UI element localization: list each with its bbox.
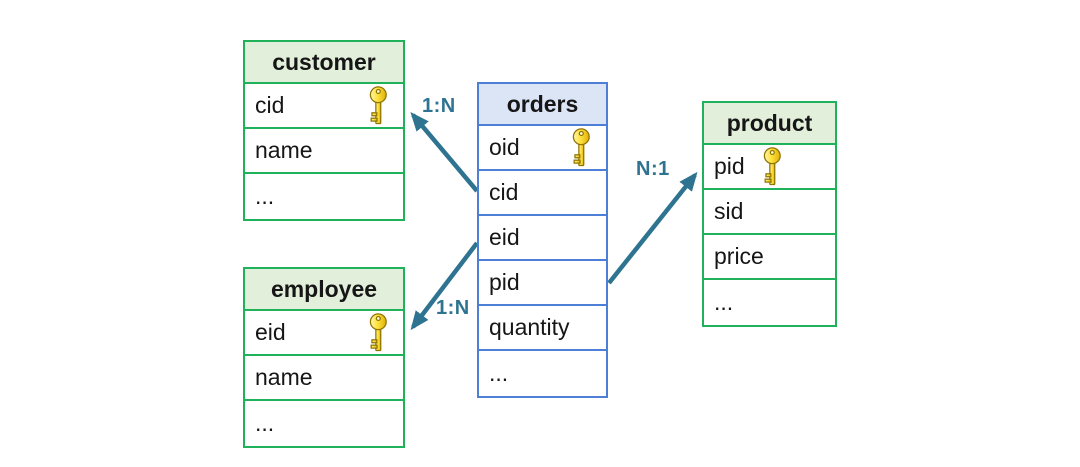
table-row: price: [704, 235, 835, 280]
column-name: ...: [489, 360, 509, 386]
table-customer-title: customer: [245, 42, 403, 84]
table-row: eid: [479, 216, 606, 261]
table-row: cid: [245, 84, 403, 129]
relationship-label-orders-customer: 1:N: [422, 95, 456, 117]
column-name: pid: [714, 153, 745, 179]
table-row: quantity: [479, 306, 606, 351]
table-row: ...: [245, 401, 403, 446]
table-orders: orders oid cid eid pid quantity: [477, 82, 608, 398]
table-row: name: [245, 129, 403, 174]
column-name: eid: [255, 319, 286, 345]
table-row: pid: [704, 145, 835, 190]
relationship-label-orders-product: N:1: [636, 158, 670, 180]
primary-key-icon: [572, 128, 590, 167]
column-name: price: [714, 243, 764, 269]
table-row: name: [245, 356, 403, 401]
arrow-orders-to-product: [607, 171, 698, 285]
table-product-title: product: [704, 103, 835, 145]
column-name: cid: [255, 92, 285, 118]
table-row: ...: [479, 351, 606, 396]
table-employee-title: employee: [245, 269, 403, 311]
table-row: eid: [245, 311, 403, 356]
relationship-label-orders-employee: 1:N: [436, 297, 470, 319]
column-name: pid: [489, 269, 520, 295]
column-name: cid: [489, 179, 519, 205]
table-orders-title: orders: [479, 84, 606, 126]
table-row: ...: [245, 174, 403, 219]
table-employee: employee eid name ...: [243, 267, 405, 448]
column-name: ...: [255, 183, 275, 209]
primary-key-icon: [763, 147, 781, 186]
column-name: quantity: [489, 314, 570, 340]
primary-key-icon: [369, 313, 387, 352]
table-product: product pid sid price ...: [702, 101, 837, 327]
primary-key-icon: [369, 86, 387, 125]
table-row: ...: [704, 280, 835, 325]
table-row: pid: [479, 261, 606, 306]
arrow-orders-to-employee: [410, 241, 479, 331]
table-row: sid: [704, 190, 835, 235]
column-name: name: [255, 364, 313, 390]
table-row: cid: [479, 171, 606, 216]
column-name: ...: [255, 410, 275, 436]
table-customer: customer cid name ...: [243, 40, 405, 221]
column-name: name: [255, 137, 313, 163]
column-name: sid: [714, 198, 744, 224]
table-row: oid: [479, 126, 606, 171]
column-name: oid: [489, 134, 520, 160]
column-name: eid: [489, 224, 520, 250]
column-name: ...: [714, 289, 734, 315]
arrow-orders-to-customer: [410, 111, 479, 193]
